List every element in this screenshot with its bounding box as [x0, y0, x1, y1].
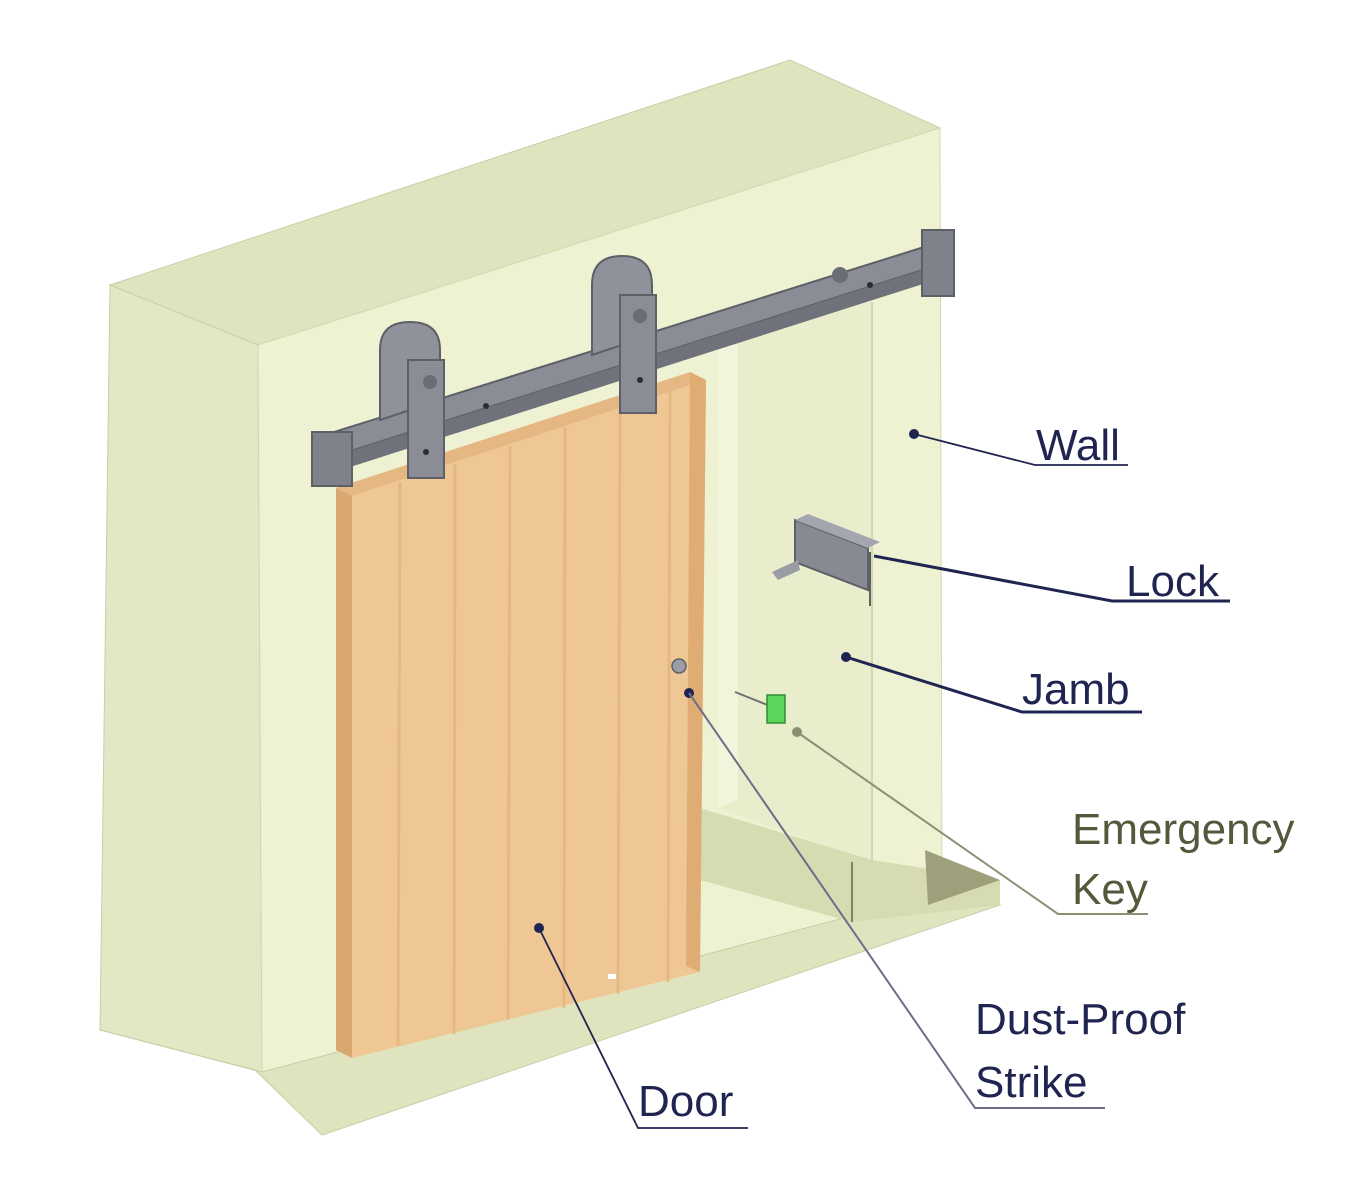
emergency-key-body — [766, 694, 786, 724]
emergency-key — [766, 694, 786, 724]
rail-bolt — [483, 403, 489, 409]
lock — [772, 514, 880, 606]
door-opening — [700, 302, 1000, 922]
hanger-bolt — [637, 377, 643, 383]
dust-proof-strike-label-line1: Dust-Proof — [975, 995, 1186, 1044]
emergency-key-label-line1: Emergency — [1072, 805, 1295, 854]
rail-right-stop — [921, 229, 955, 297]
dust-proof-strike-label-line2: Strike — [975, 1058, 1087, 1107]
wall-left-face — [99, 284, 263, 1073]
door-leader-line — [538, 927, 748, 1129]
track-rail — [311, 229, 955, 487]
door — [336, 372, 706, 1058]
rail-bolt — [867, 282, 873, 288]
hanger-bolt — [423, 449, 429, 455]
hanger-right — [591, 254, 657, 414]
dust-proof-strike — [671, 658, 687, 674]
emergency-key-label-line2: Key — [1072, 865, 1148, 914]
hanger-bolt — [423, 375, 437, 389]
hanger-left — [379, 320, 445, 479]
door-floor-gap — [608, 974, 616, 979]
rail-left-stop — [311, 431, 353, 487]
opening-floor — [700, 808, 1000, 922]
door-grain — [396, 391, 672, 1047]
lock-arm — [772, 560, 800, 580]
door-face — [352, 380, 706, 1058]
labels: Wall Lock Jamb Emergency Key Dust-Proof … — [638, 421, 1295, 1126]
door-right-edge — [686, 372, 706, 972]
jamb-leader-line — [845, 655, 1142, 714]
hanger-bolt — [633, 309, 647, 323]
jamb-label: Jamb — [1022, 665, 1130, 714]
lock-top — [795, 514, 880, 548]
leader-lines — [534, 429, 1230, 1129]
door-left-edge — [336, 480, 352, 1058]
wall-label: Wall — [1036, 421, 1120, 470]
jamb — [718, 335, 738, 808]
opening-back — [718, 302, 872, 862]
floor-shadow — [925, 850, 1000, 905]
wall-leader-line — [913, 433, 1128, 466]
door-label: Door — [638, 1077, 733, 1126]
lock-body — [794, 518, 869, 592]
lock-leader-line — [873, 554, 1230, 603]
rail-bolt — [832, 267, 848, 283]
dust-proof-strike-leader-line — [688, 692, 1105, 1109]
lock-label: Lock — [1126, 557, 1220, 606]
emergency-key-leader-line — [796, 731, 1148, 915]
